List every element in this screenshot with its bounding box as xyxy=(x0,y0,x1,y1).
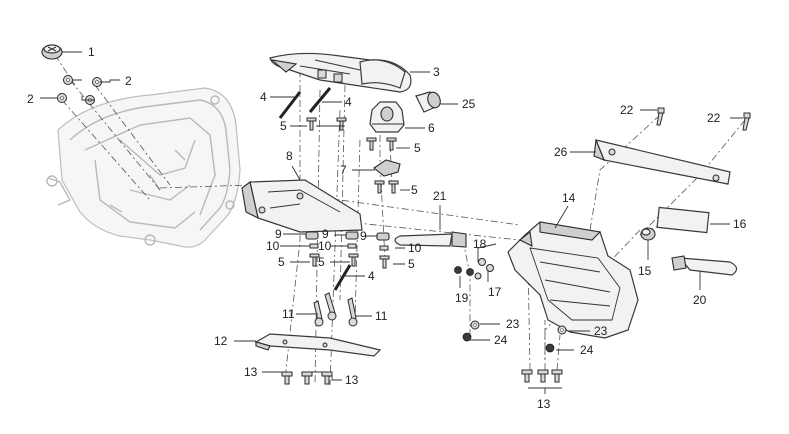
part-16-reflector xyxy=(656,206,710,234)
callout-4-right: 4 xyxy=(345,95,352,109)
callout-23-left: 23 xyxy=(506,317,520,331)
callout-14: 14 xyxy=(562,191,576,205)
part-10-spacers xyxy=(309,243,389,251)
part-9-grommets xyxy=(305,231,390,241)
callout-16: 16 xyxy=(733,217,747,231)
callout-11-left: 11 xyxy=(282,307,295,321)
callout-9-mid: 9 xyxy=(322,227,329,241)
callout-23-right: 23 xyxy=(594,324,608,338)
callout-10-mid: 10 xyxy=(318,239,332,253)
part-6-bracket xyxy=(369,101,405,133)
rear-frame-ghost xyxy=(46,87,241,248)
callout-3: 3 xyxy=(433,65,440,79)
callout-22-right: 22 xyxy=(707,111,721,125)
callout-18: 18 xyxy=(473,237,487,251)
part-21-turn-signal xyxy=(394,231,467,248)
callout-20: 20 xyxy=(693,293,707,307)
leader-lines xyxy=(40,51,743,394)
part-15-grommet xyxy=(640,227,656,241)
callout-5-right-mid: 5 xyxy=(411,183,418,197)
part-5-screws xyxy=(306,117,399,269)
part-22-bolts xyxy=(656,107,751,131)
callout-6: 6 xyxy=(428,121,435,135)
part-23-washers xyxy=(470,320,567,335)
part-25-bushing xyxy=(415,91,441,113)
part-8-plate xyxy=(241,179,363,233)
callout-25: 25 xyxy=(462,97,476,111)
callout-5-right-low: 5 xyxy=(408,257,415,271)
part-26-long-bracket xyxy=(593,139,731,185)
callout-8: 8 xyxy=(286,149,293,163)
callout-13-left: 13 xyxy=(244,365,258,379)
part-13-screws xyxy=(281,369,563,385)
part-17-19-hardware xyxy=(454,258,494,280)
callout-13-right: 13 xyxy=(537,397,551,411)
callout-22-left: 22 xyxy=(620,103,634,117)
callout-24-left: 24 xyxy=(494,333,508,347)
callout-2-top: 2 xyxy=(125,74,132,88)
callout-17: 17 xyxy=(488,285,502,299)
part-4-rods xyxy=(278,87,352,291)
callout-9-left: 9 xyxy=(275,227,282,241)
callout-5-right-top: 5 xyxy=(414,141,421,155)
callout-15: 15 xyxy=(638,264,652,278)
callout-21: 21 xyxy=(433,189,447,203)
part-14-plate-bracket xyxy=(507,221,639,339)
callout-13-mid: 13 xyxy=(345,373,359,387)
callout-10-right: 10 xyxy=(408,241,422,255)
callout-1: 1 xyxy=(88,45,95,59)
callout-labels: 1 2 2 3 4 4 5 6 5 7 8 5 21 9 9 9 10 10 1… xyxy=(27,45,747,411)
part-20-turn-signal xyxy=(671,255,738,276)
callout-4-low: 4 xyxy=(368,269,375,283)
callout-5-top: 5 xyxy=(280,119,287,133)
callout-12: 12 xyxy=(214,334,228,348)
callout-4-left: 4 xyxy=(260,90,267,104)
part-11-bolts xyxy=(313,292,358,327)
callout-5-left-low: 5 xyxy=(278,255,285,269)
callout-26: 26 xyxy=(554,145,568,159)
callout-11-right: 11 xyxy=(375,309,388,323)
part-1-cap xyxy=(41,44,63,60)
callout-9-right: 9 xyxy=(360,229,367,243)
part-12-lower-cover xyxy=(254,333,382,357)
callout-10-left: 10 xyxy=(266,239,280,253)
callout-19: 19 xyxy=(455,291,469,305)
callout-5-mid-low: 5 xyxy=(318,255,325,269)
part-7-clip xyxy=(373,159,401,177)
callout-2-left: 2 xyxy=(27,92,34,106)
callout-24-right: 24 xyxy=(580,343,594,357)
part-3-rear-cover xyxy=(269,52,412,93)
part-24-nuts xyxy=(462,332,555,353)
callout-7: 7 xyxy=(340,163,347,177)
